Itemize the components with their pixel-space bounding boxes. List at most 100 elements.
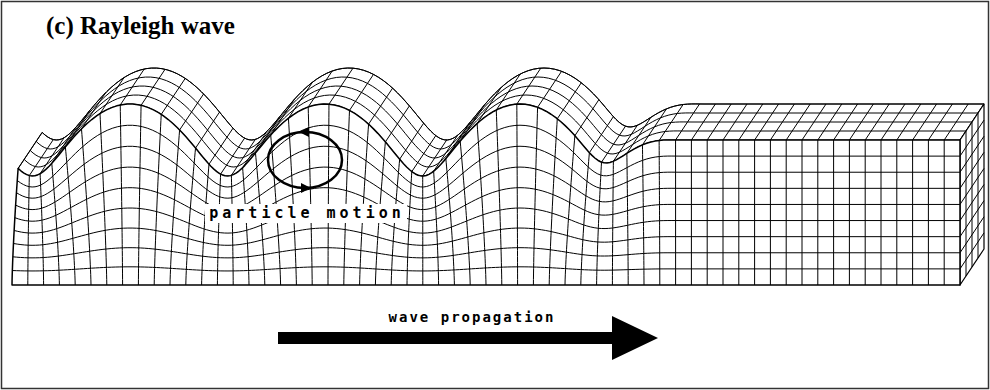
title-box: (c) Rayleigh wave [46, 12, 235, 40]
front-grid-line [202, 164, 209, 285]
surface-grid-line [141, 69, 165, 105]
front-grid-line [328, 104, 330, 285]
surface-grid-line [557, 83, 581, 119]
front-grid-line [65, 147, 75, 285]
front-grid-line [802, 140, 803, 285]
surface-grid-line [865, 104, 889, 140]
side-grid-line [972, 122, 973, 267]
surface-grid-line [18, 132, 42, 168]
surface-grid-line [755, 104, 779, 140]
side-grid-line [960, 217, 984, 253]
front-grid-line [170, 130, 180, 285]
front-grid-line [28, 176, 30, 285]
surface-grid-line [180, 94, 204, 130]
surface-grid-line [538, 71, 562, 107]
surface-grid-line [349, 74, 373, 110]
front-grid-line [612, 161, 614, 285]
surface-grid-line [928, 104, 952, 140]
front-grid-line [849, 140, 850, 285]
front-grid-line [496, 110, 502, 285]
surface-grid-line [412, 136, 436, 172]
label-box: wave propagation [389, 308, 556, 326]
front-grid-line [691, 140, 692, 285]
orbit-ellipse [268, 132, 342, 188]
front-grid-line [120, 105, 122, 285]
front-grid-line [896, 140, 897, 285]
side-grid-line [960, 168, 984, 204]
front-grid-line [422, 176, 423, 285]
surface-grid-line [329, 68, 353, 104]
front-grid-line [533, 107, 537, 285]
front-grid-line [231, 175, 233, 285]
front-grid-line [52, 163, 60, 285]
surface-grid-line [818, 104, 842, 140]
front-grid-line [786, 140, 787, 285]
side-grid-line [960, 185, 984, 221]
front-grid-line [138, 105, 141, 285]
surface-grid-line [849, 104, 873, 140]
surface-grid-line [369, 88, 393, 124]
label-box: particle motion [205, 204, 406, 223]
front-grid-line [912, 140, 913, 285]
front-grid-line [770, 140, 771, 285]
surface-grid-line [897, 104, 921, 140]
surface-grid-line [707, 104, 731, 140]
surface-grid-line [400, 123, 424, 159]
front-grid-line [446, 159, 455, 285]
front-grid-line [565, 136, 575, 285]
orbit-arrowhead [299, 127, 309, 137]
orbit-arrowhead [301, 183, 311, 193]
front-grid-line [460, 141, 470, 285]
surface-grid-line [161, 78, 185, 114]
front-grid-line [154, 114, 161, 285]
front-grid-line [549, 119, 557, 285]
surface-grid-line [834, 104, 858, 140]
front-grid-line [944, 140, 945, 285]
side-face [960, 104, 984, 285]
front-grid-line [243, 168, 249, 285]
front-grid-line [754, 140, 755, 285]
surface-grid-line [120, 69, 144, 105]
side-grid-line [960, 120, 984, 156]
front-grid-line [723, 140, 724, 285]
front-grid-line [817, 140, 818, 285]
surface-grid-line [385, 106, 409, 142]
particle-orbit [268, 127, 342, 193]
surface-grid-line [770, 104, 794, 140]
propagation-label: wave propagation [389, 309, 556, 326]
front-grid-line [881, 140, 882, 285]
front-grid-line [659, 141, 661, 285]
front-grid-line [833, 140, 834, 285]
surface-grid-line [209, 128, 233, 164]
front-grid-line [100, 114, 107, 285]
front-grid-line [344, 110, 350, 285]
front-grid-line [288, 118, 296, 285]
surface-grid-line [196, 112, 220, 148]
front-grid-line [675, 140, 676, 285]
front-grid-line [186, 148, 196, 285]
surface-grid-line [517, 68, 541, 104]
surface-grid-line [308, 71, 332, 107]
surface-grid-line [913, 104, 937, 140]
front-grid-line [81, 129, 91, 285]
motion-label: particle motion [205, 204, 406, 223]
front-grid-line [407, 172, 412, 285]
front-grid-line [434, 171, 439, 285]
front-grid-line [865, 140, 866, 285]
surface-grid-line [786, 104, 810, 140]
side-grid-line [960, 152, 984, 188]
front-grid-line [738, 140, 739, 285]
side-grid-line [960, 201, 984, 237]
front-grid-line [516, 104, 518, 285]
surface-grid-line [575, 100, 599, 136]
front-grid-line [597, 162, 602, 285]
front-grid-line [477, 124, 486, 285]
front-grid-line [217, 174, 220, 285]
surface-grid-line [739, 104, 763, 140]
surface-grid-line [723, 104, 747, 140]
front-grid-line [707, 140, 708, 285]
front-face [12, 104, 960, 285]
